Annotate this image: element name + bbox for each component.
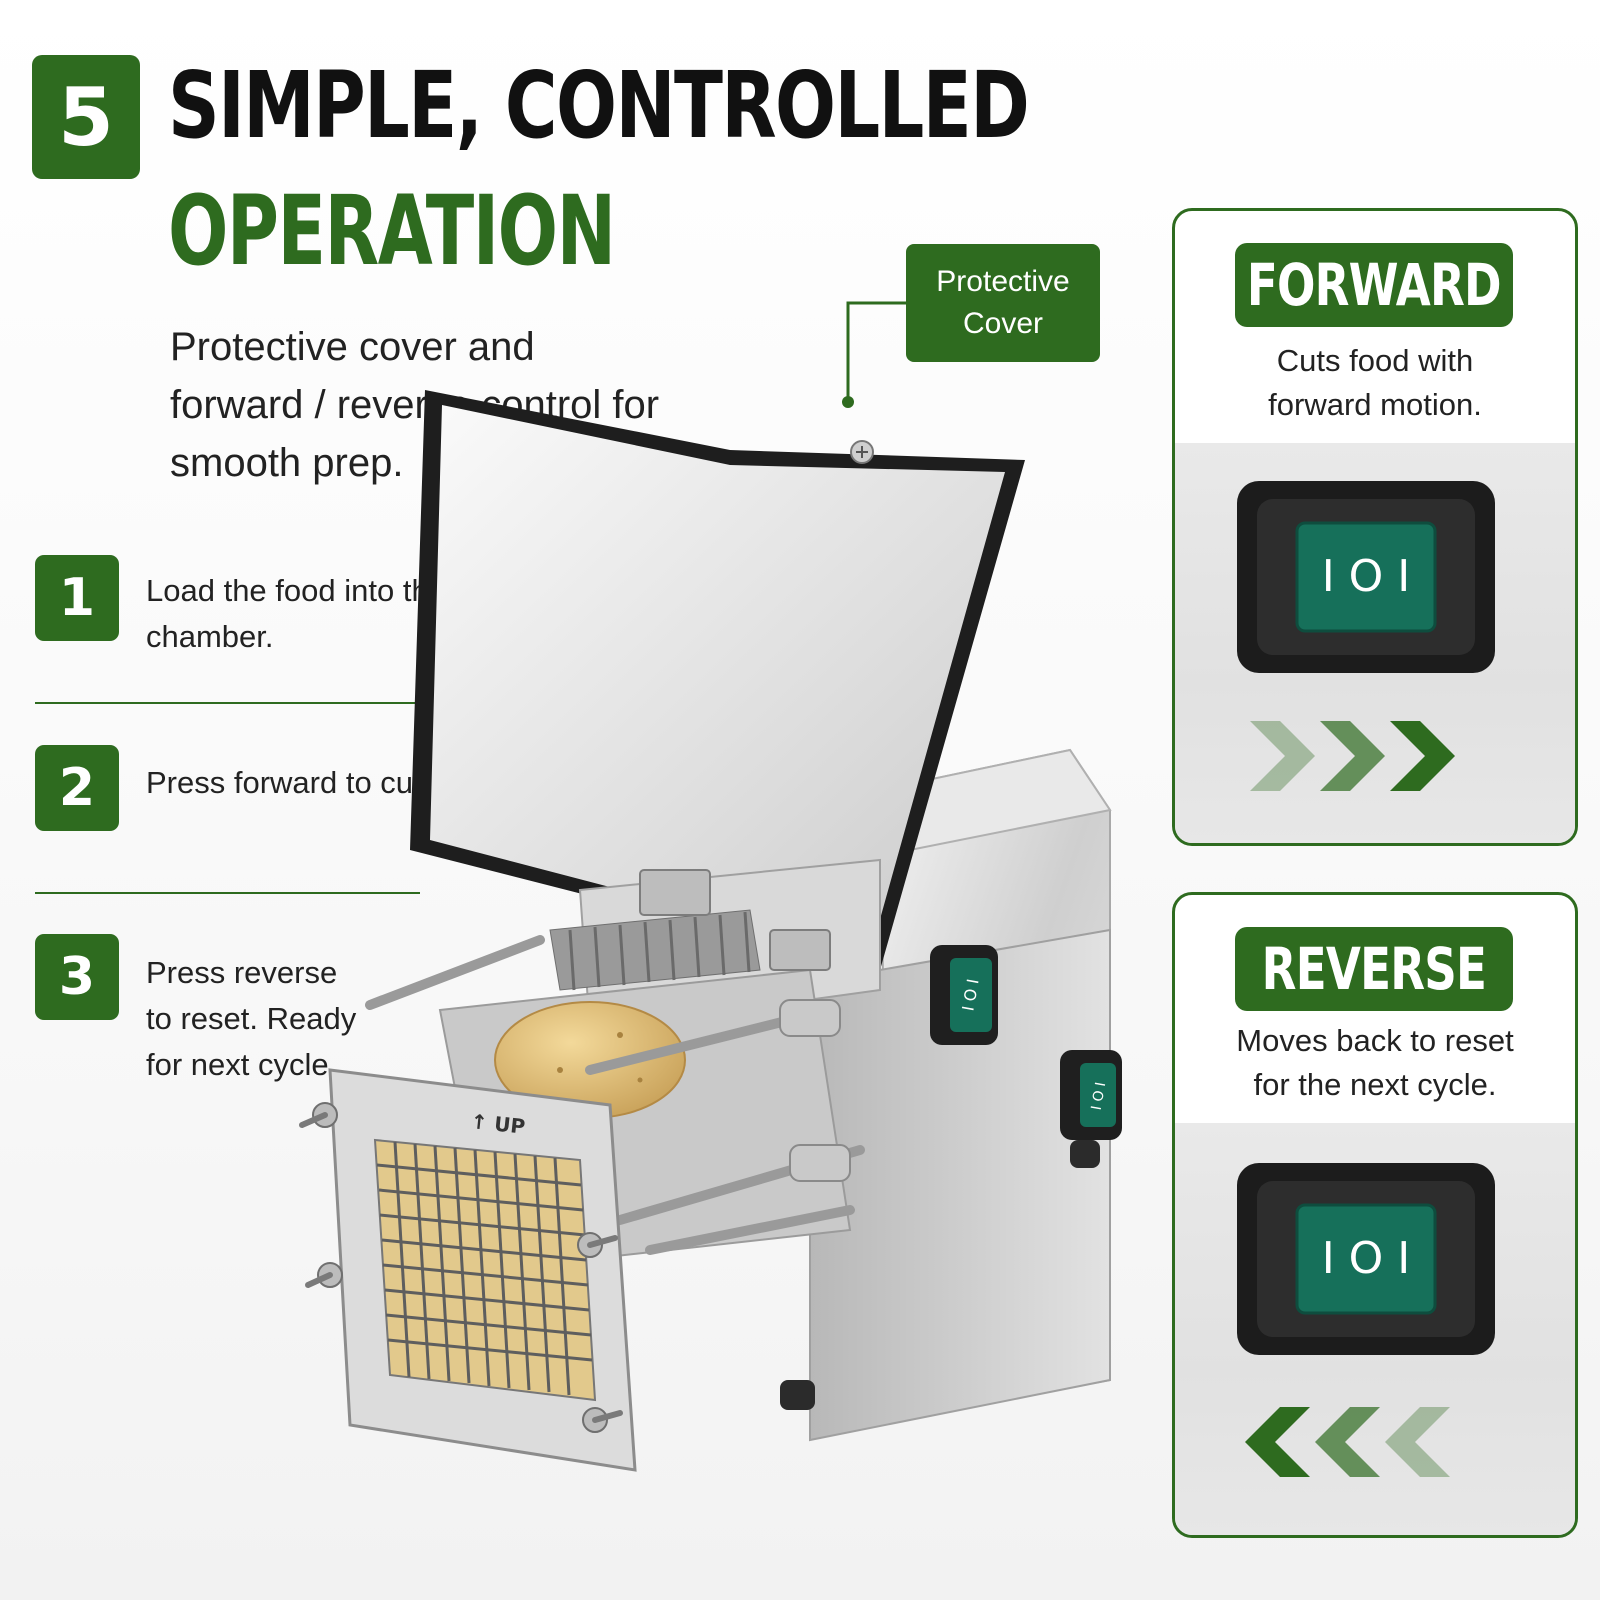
step-2-badge: 2 <box>35 745 119 831</box>
chevron-left-icon <box>1245 1407 1450 1477</box>
reverse-description: Moves back to reset for the next cycle. <box>1236 1023 1514 1102</box>
grid-up-label: ↑ UP <box>469 1109 526 1139</box>
svg-text:I O I: I O I <box>1089 1081 1110 1112</box>
forward-title: FORWARD <box>1246 251 1502 319</box>
svg-text:I O I: I O I <box>1322 1233 1411 1284</box>
headline-line-1: SIMPLE, CONTROLLED <box>168 52 1030 159</box>
chevron-right-icon <box>1250 721 1455 791</box>
housing-lower-switch-icon: I O I <box>1060 1050 1122 1140</box>
rocker-switch-icon: I O I <box>1237 1163 1495 1355</box>
intro-text: Protective cover and forward / reverse c… <box>170 325 660 485</box>
step-divider <box>35 702 420 704</box>
svg-text:I O I: I O I <box>1322 551 1411 602</box>
reverse-card: REVERSE Moves back to reset for the next… <box>1172 892 1578 1538</box>
housing-upper-switch-icon: I O I <box>930 945 998 1045</box>
headline-line-2: OPERATION <box>168 175 616 287</box>
protective-cover-callout: Protective Cover <box>906 244 1100 362</box>
forward-card: FORWARD Cuts food with forward motion. I… <box>1172 208 1578 846</box>
step-1-badge: 1 <box>35 555 119 641</box>
french-fry-cutter-illustration: I O I I O I <box>299 390 1122 1472</box>
reverse-title: REVERSE <box>1261 935 1487 1003</box>
step-1-text: Load the food into the chamber. <box>146 573 446 654</box>
reverse-title-pill: REVERSE <box>1235 927 1513 1011</box>
step-divider <box>35 892 420 894</box>
step-3-badge: 3 <box>35 934 119 1020</box>
step-count-badge: 5 <box>32 55 140 179</box>
forward-description: Cuts food with forward motion. <box>1268 343 1482 422</box>
step-3-text: Press reverse to reset. Ready for next c… <box>146 955 357 1082</box>
rocker-switch-icon: I O I <box>1237 481 1495 673</box>
forward-title-pill: FORWARD <box>1235 243 1513 327</box>
step-2-text: Press forward to cut. <box>146 765 431 800</box>
